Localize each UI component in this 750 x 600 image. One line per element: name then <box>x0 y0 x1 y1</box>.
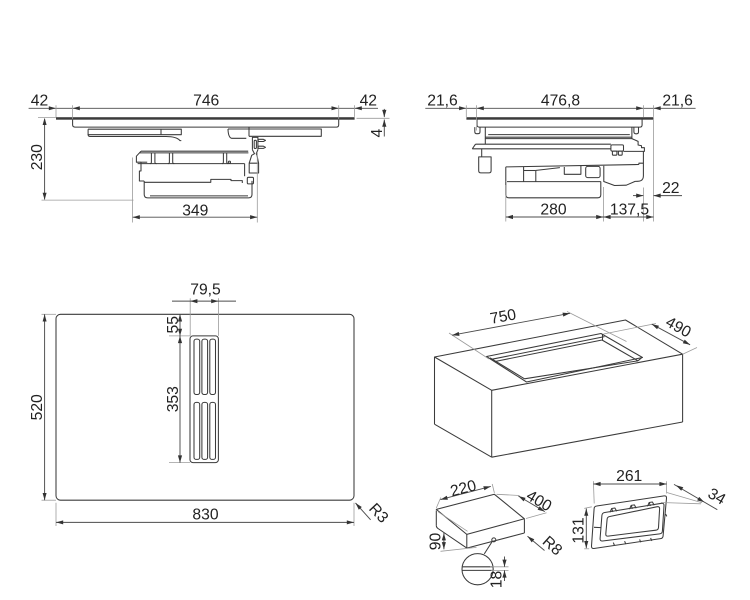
svg-text:90: 90 <box>427 533 444 551</box>
svg-text:21,6: 21,6 <box>662 93 693 110</box>
svg-text:131: 131 <box>570 517 587 543</box>
svg-text:230: 230 <box>29 144 46 170</box>
svg-text:55: 55 <box>165 316 182 334</box>
svg-text:18: 18 <box>489 571 506 589</box>
svg-text:750: 750 <box>489 306 518 328</box>
svg-text:520: 520 <box>29 394 46 420</box>
svg-text:137,5: 137,5 <box>610 202 650 219</box>
svg-text:34: 34 <box>705 485 729 509</box>
svg-text:349: 349 <box>182 202 208 219</box>
svg-text:746: 746 <box>193 93 219 110</box>
svg-text:4: 4 <box>369 129 386 138</box>
svg-text:261: 261 <box>616 468 642 485</box>
svg-text:42: 42 <box>31 93 48 110</box>
svg-text:220: 220 <box>449 477 479 500</box>
svg-text:830: 830 <box>192 507 218 524</box>
svg-text:42: 42 <box>360 93 377 110</box>
svg-text:22: 22 <box>662 180 679 197</box>
svg-text:280: 280 <box>540 202 566 219</box>
svg-text:79,5: 79,5 <box>190 282 221 299</box>
svg-text:353: 353 <box>165 386 182 412</box>
svg-text:476,8: 476,8 <box>541 93 581 110</box>
svg-text:21,6: 21,6 <box>427 93 458 110</box>
